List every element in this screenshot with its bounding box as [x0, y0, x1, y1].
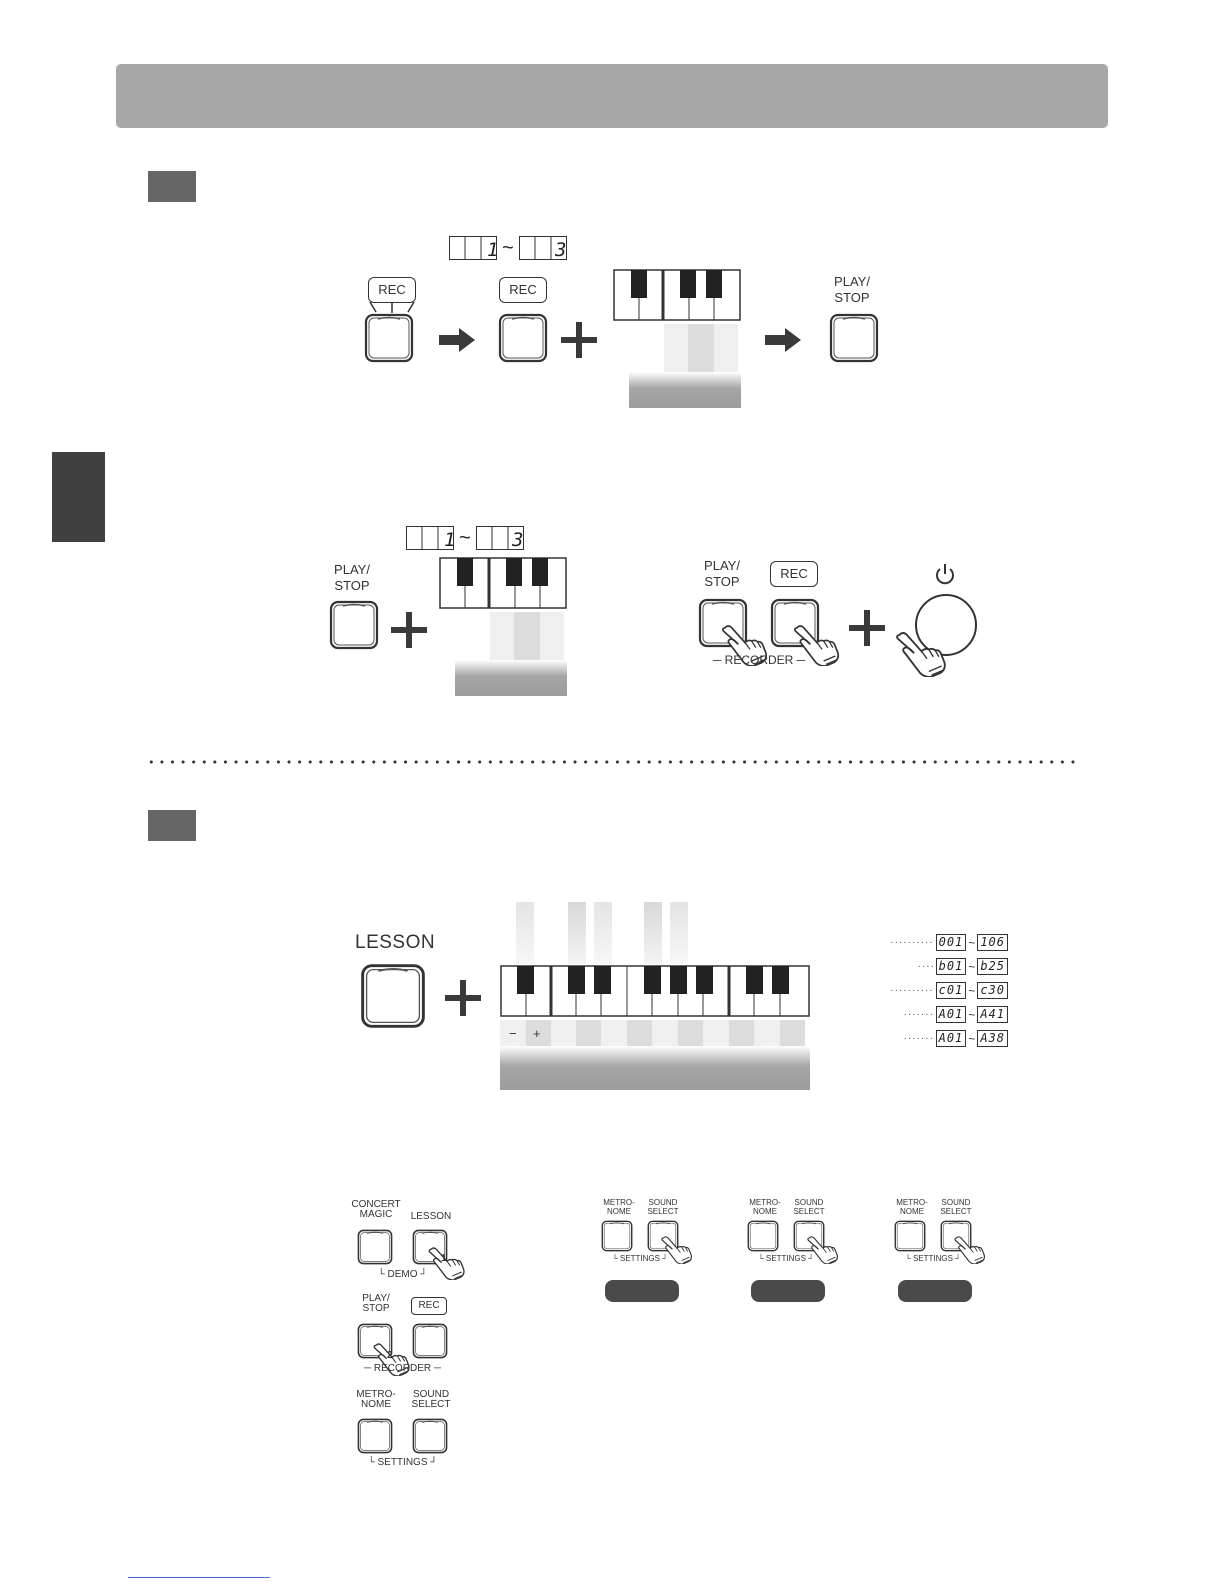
concert-magic-button[interactable]: [357, 1229, 393, 1265]
metronome-button[interactable]: [601, 1220, 633, 1252]
rec-small-button[interactable]: [412, 1323, 448, 1359]
footer-line: [128, 1577, 270, 1578]
rec-label-1: REC: [368, 277, 416, 303]
metronome-button[interactable]: [357, 1418, 393, 1454]
lesson-small-label: LESSON: [410, 1211, 452, 1222]
lesson-label: LESSON: [355, 932, 436, 953]
rec-small-label: REC: [411, 1297, 447, 1315]
lesson-button[interactable]: [360, 963, 426, 1029]
flash-lines: [369, 301, 415, 313]
plus-icon: [849, 610, 885, 646]
arrow-right-icon: [439, 328, 475, 352]
svg-text:3: 3: [511, 529, 523, 550]
range-row: ·········· 001~106: [858, 934, 1008, 951]
side-tab: [52, 452, 105, 542]
metronome-button[interactable]: [894, 1220, 926, 1252]
recorder-small-label: ─ RECORDER ─: [364, 1363, 441, 1374]
settings-group-label: └ SETTINGS ┘: [905, 1254, 961, 1263]
power-icon: [936, 564, 954, 585]
step-pill: [898, 1280, 972, 1302]
svg-text:+: +: [533, 1026, 541, 1041]
plus-icon: [561, 322, 597, 358]
rec-label-3: REC: [770, 561, 818, 587]
svg-text:1: 1: [444, 529, 454, 550]
keyboard-2[interactable]: [439, 557, 569, 697]
rec-button-1[interactable]: [364, 313, 414, 363]
metronome-label: METRO-NOME: [603, 1198, 635, 1216]
range-row: ·········· c01~c30: [858, 982, 1008, 999]
lesson-range-list: ·········· 001~106 ·········· b01~b25 ··…: [858, 934, 1008, 1047]
range-tilde: ~: [459, 526, 471, 549]
svg-text:3: 3: [554, 239, 566, 260]
play-stop-label-3: PLAY/STOP: [704, 558, 740, 589]
rec-button-2[interactable]: [498, 313, 548, 363]
display-first: 1: [449, 236, 497, 260]
range-tilde: ~: [502, 236, 514, 259]
song-range-display-2: 1 ~ 3: [406, 525, 524, 551]
pointing-hand-icon: [894, 622, 949, 677]
play-stop-button-1[interactable]: [829, 313, 879, 363]
keyboard-lesson[interactable]: − +: [500, 900, 812, 1092]
section-marker-1: [148, 171, 196, 202]
metronome-label: METRO-NOME: [356, 1389, 396, 1410]
finger-number-1: 1: [441, 1253, 447, 1264]
settings-group-label: └ SETTINGS ┘: [612, 1254, 668, 1263]
metronome-label: METRO-NOME: [896, 1198, 928, 1216]
step-pill: [605, 1280, 679, 1302]
display-last: 3: [475, 526, 524, 550]
plus-icon: [391, 612, 427, 648]
play-stop-label-1: PLAY/STOP: [834, 274, 870, 305]
svg-text:1: 1: [487, 239, 497, 260]
range-row: ·········· A01~A38: [858, 1030, 1008, 1047]
song-range-display: 1 ~ 3: [449, 235, 567, 261]
dotted-divider: [146, 760, 1076, 764]
keyboard-1[interactable]: [613, 269, 743, 409]
settings-group-label: └ SETTINGS ┘: [758, 1254, 814, 1263]
metronome-label: METRO-NOME: [749, 1198, 781, 1216]
rec-label-2: REC: [499, 277, 547, 303]
play-stop-button-2[interactable]: [329, 600, 379, 650]
power-button[interactable]: [914, 593, 978, 657]
svg-text:−: −: [509, 1026, 517, 1041]
step-pill: [751, 1280, 825, 1302]
header-bar: [116, 64, 1108, 128]
sound-select-button[interactable]: [412, 1418, 448, 1454]
display-last: 3: [518, 236, 567, 260]
play-stop-label-2: PLAY/STOP: [334, 562, 370, 593]
metronome-button[interactable]: [747, 1220, 779, 1252]
display-first: 1: [406, 526, 454, 550]
play-stop-small-label: PLAY/STOP: [362, 1293, 390, 1314]
range-row: ·········· b01~b25: [858, 958, 1008, 975]
finger-number-2: 2: [387, 1350, 393, 1361]
arrow-right-icon: [765, 328, 801, 352]
section-marker-2: [148, 810, 196, 841]
demo-group-label: └ DEMO ┘: [377, 1269, 428, 1280]
settings-group-label: └ SETTINGS ┘: [367, 1457, 438, 1468]
range-row: ·········· A01~A41: [858, 1006, 1008, 1023]
recorder-group-label: ─ RECORDER ─: [712, 653, 806, 667]
plus-icon: [445, 980, 481, 1016]
